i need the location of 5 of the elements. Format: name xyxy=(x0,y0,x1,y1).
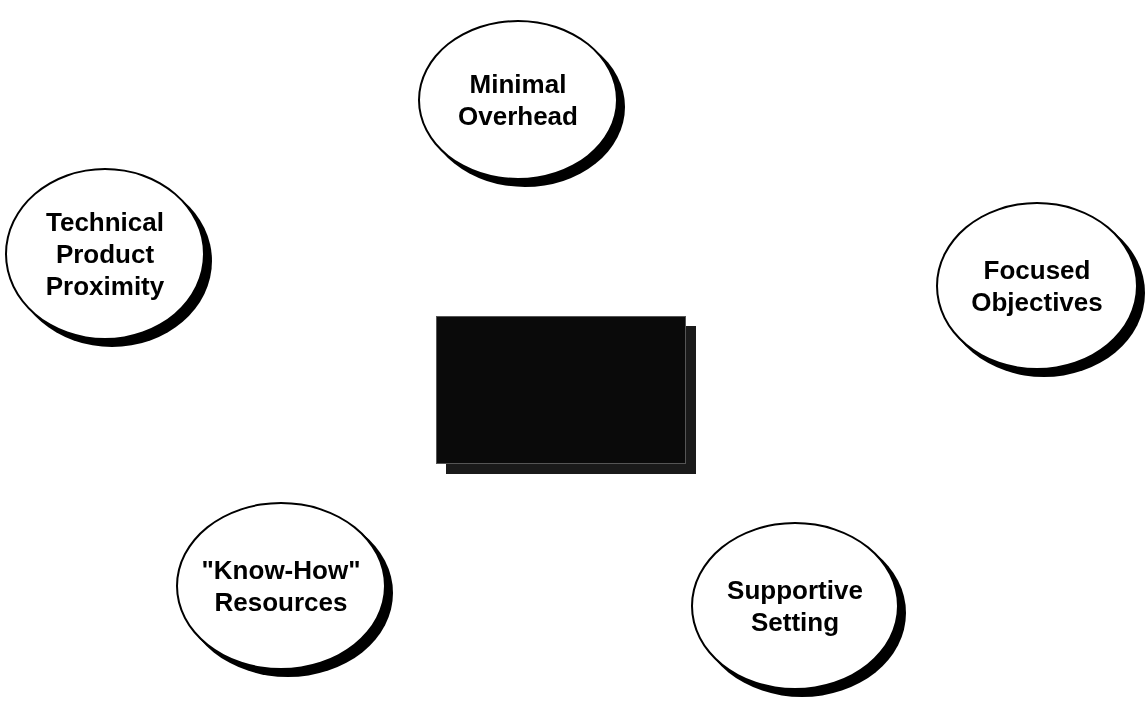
node-label: Minimal Overhead xyxy=(457,68,579,132)
node-label: Technical Product Proximity xyxy=(44,206,166,302)
node-label: Focused Objectives xyxy=(970,254,1104,318)
node-label: Supportive Setting xyxy=(726,574,864,638)
node-label: "Know-How" Resources xyxy=(200,554,362,618)
